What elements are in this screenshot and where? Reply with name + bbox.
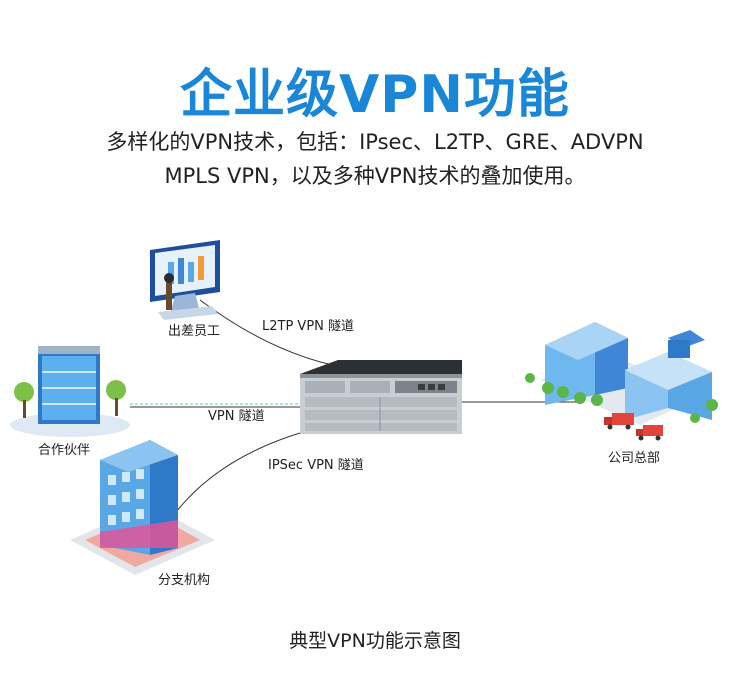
monitor-icon — [150, 240, 220, 320]
branch-building-icon — [70, 440, 215, 575]
diagram-caption: 典型VPN功能示意图 — [289, 630, 461, 652]
headquarters-label: 公司总部 — [608, 451, 660, 466]
router-icon — [300, 360, 462, 434]
l2tp-tunnel-label: L2TP VPN 隧道 — [262, 318, 354, 334]
remote-worker-label: 出差员工 — [168, 324, 220, 339]
truck-icon — [604, 413, 663, 441]
page-title: 企业级VPN功能 — [180, 65, 570, 125]
branch-label: 分支机构 — [158, 573, 210, 588]
partner-label: 合作伙伴 — [38, 443, 90, 458]
subtitle-line-2: MPLS VPN，以及多种VPN技术的叠加使用。 — [164, 164, 586, 188]
subtitle-line-1: 多样化的VPN技术，包括：IPsec、L2TP、GRE、ADVPN — [106, 130, 644, 154]
l2tp-tunnel-line — [199, 299, 361, 371]
datacenter-icon — [10, 346, 130, 437]
ipsec-tunnel-label: IPSec VPN 隧道 — [268, 457, 364, 473]
headquarters-icon — [525, 322, 718, 441]
vpn-tunnel-label: VPN 隧道 — [208, 408, 265, 424]
